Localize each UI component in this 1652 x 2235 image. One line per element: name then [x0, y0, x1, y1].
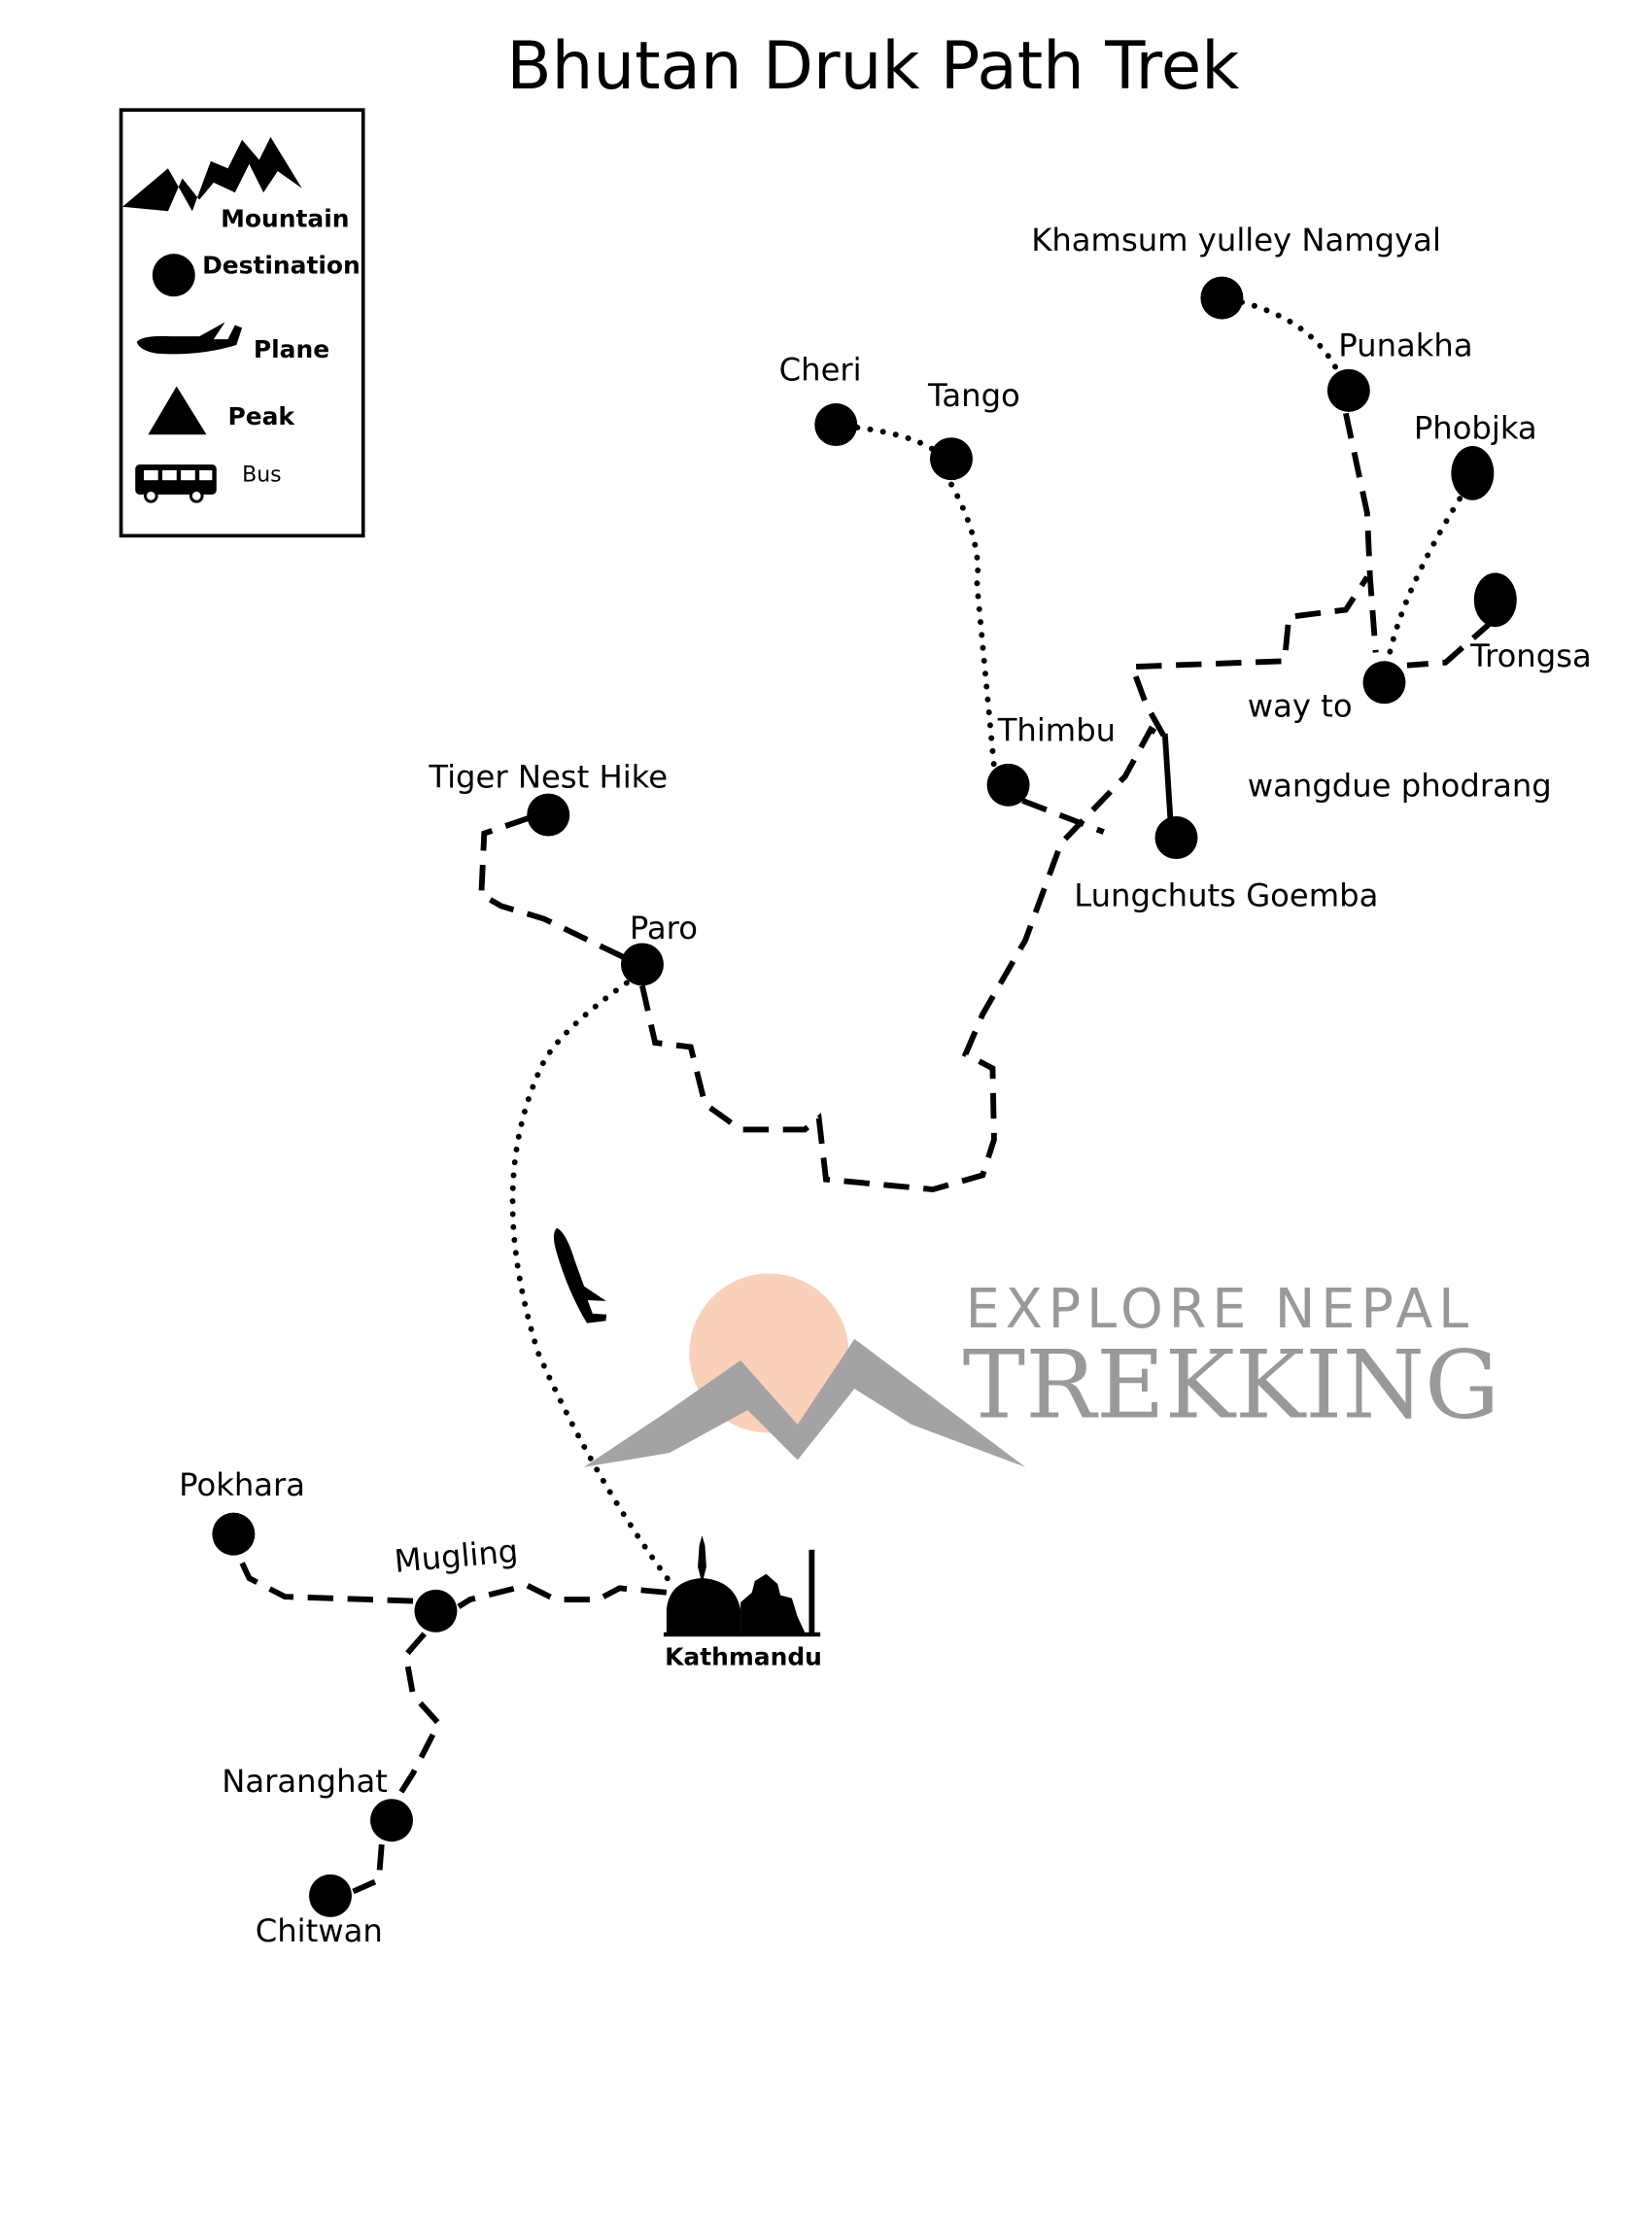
- plane-icon: [553, 1227, 607, 1324]
- label-mugling: Mugling: [393, 1532, 519, 1580]
- label-khamsum: Khamsum yulley Namgyal: [1031, 222, 1441, 258]
- label-way-to: way to: [1248, 687, 1353, 724]
- legend-label-bus: Bus: [242, 464, 281, 488]
- kathmandu-stupa-icon: [663, 1535, 821, 1637]
- route-phobjka-wangdue: [1385, 496, 1463, 662]
- route-trongsa-wangdue: [1406, 619, 1495, 669]
- destinations: [212, 276, 1517, 1917]
- legend-label-mountain: Mountain: [221, 204, 349, 232]
- label-lungchuts: Lungchuts Goemba: [1074, 877, 1378, 913]
- destination-wangdue[interactable]: [1362, 661, 1406, 705]
- label-wangdue: wangdue phodrang: [1248, 768, 1552, 805]
- watermark-logo: EXPLORE NEPAL TREKKING: [583, 1273, 1500, 1467]
- watermark-mountain-icon: [583, 1338, 1026, 1467]
- destination-tango[interactable]: [929, 437, 973, 481]
- route-mugling-naranghat: [393, 1632, 442, 1803]
- destination-thimbu[interactable]: [986, 763, 1030, 807]
- destination-cheri[interactable]: [814, 403, 858, 447]
- label-chitwan: Chitwan: [256, 1912, 383, 1949]
- label-kathmandu: Kathmandu: [665, 1642, 822, 1670]
- route-punakha-wangdue: [1343, 412, 1379, 653]
- destination-pokhara[interactable]: [212, 1512, 256, 1556]
- label-cheri: Cheri: [779, 352, 862, 389]
- destination-paro[interactable]: [620, 943, 664, 986]
- route-tango-thimbu: [948, 481, 997, 770]
- label-thimbu: Thimbu: [997, 711, 1116, 748]
- destination-mugling[interactable]: [414, 1589, 458, 1633]
- label-tango: Tango: [927, 377, 1020, 414]
- route-paro-wangdue: [639, 575, 1370, 1192]
- routes: [236, 299, 1495, 1895]
- destination-trongsa[interactable]: [1473, 572, 1517, 628]
- label-trongsa: Trongsa: [1469, 637, 1592, 674]
- legend-label-plane: Plane: [254, 335, 329, 363]
- destination-punakha[interactable]: [1326, 368, 1370, 412]
- bus-icon: [135, 464, 217, 503]
- peak-triangle-icon: [148, 386, 207, 435]
- mountain-icon: [122, 136, 302, 212]
- label-phobjka: Phobjka: [1414, 410, 1537, 447]
- destination-lungchuts[interactable]: [1154, 816, 1198, 860]
- route-naranghat-chitwan: [352, 1843, 385, 1895]
- place-labels: Khamsum yulley Namgyal Punakha Phobjka T…: [179, 222, 1592, 1949]
- route-thimbu-lungchuts: [1021, 798, 1105, 835]
- legend: Mountain Destination Plane Peak Bus: [119, 108, 365, 538]
- destination-naranghat[interactable]: [370, 1799, 413, 1842]
- destination-tiger-nest[interactable]: [527, 793, 570, 837]
- watermark-line1: EXPLORE NEPAL: [966, 1278, 1474, 1341]
- destination-chitwan[interactable]: [309, 1874, 352, 1917]
- legend-label-destination: Destination: [202, 252, 361, 280]
- label-paro: Paro: [630, 910, 698, 946]
- watermark-line2: TREKKING: [963, 1329, 1500, 1439]
- label-naranghat: Naranghat: [222, 1763, 388, 1800]
- route-mugling-pokhara: [236, 1555, 414, 1604]
- label-pokhara: Pokhara: [179, 1466, 305, 1503]
- destination-dot-icon: [152, 254, 195, 297]
- route-cheri-tango: [854, 425, 938, 454]
- route-kathmandu-mugling: [457, 1582, 668, 1609]
- destination-phobjka[interactable]: [1451, 446, 1495, 500]
- route-flight-kathmandu-paro: [509, 980, 672, 1584]
- legend-label-peak: Peak: [227, 402, 295, 430]
- destination-khamsum[interactable]: [1200, 276, 1244, 320]
- plane-icon: [136, 322, 243, 355]
- route-khamsum-punakha: [1239, 299, 1342, 377]
- map-title: Bhutan Druk Path Trek: [506, 27, 1239, 104]
- label-punakha: Punakha: [1338, 327, 1472, 364]
- label-tiger-nest: Tiger Nest Hike: [428, 759, 668, 796]
- route-to-lungchuts: [1161, 733, 1174, 824]
- route-tiger-nest-paro: [478, 814, 626, 960]
